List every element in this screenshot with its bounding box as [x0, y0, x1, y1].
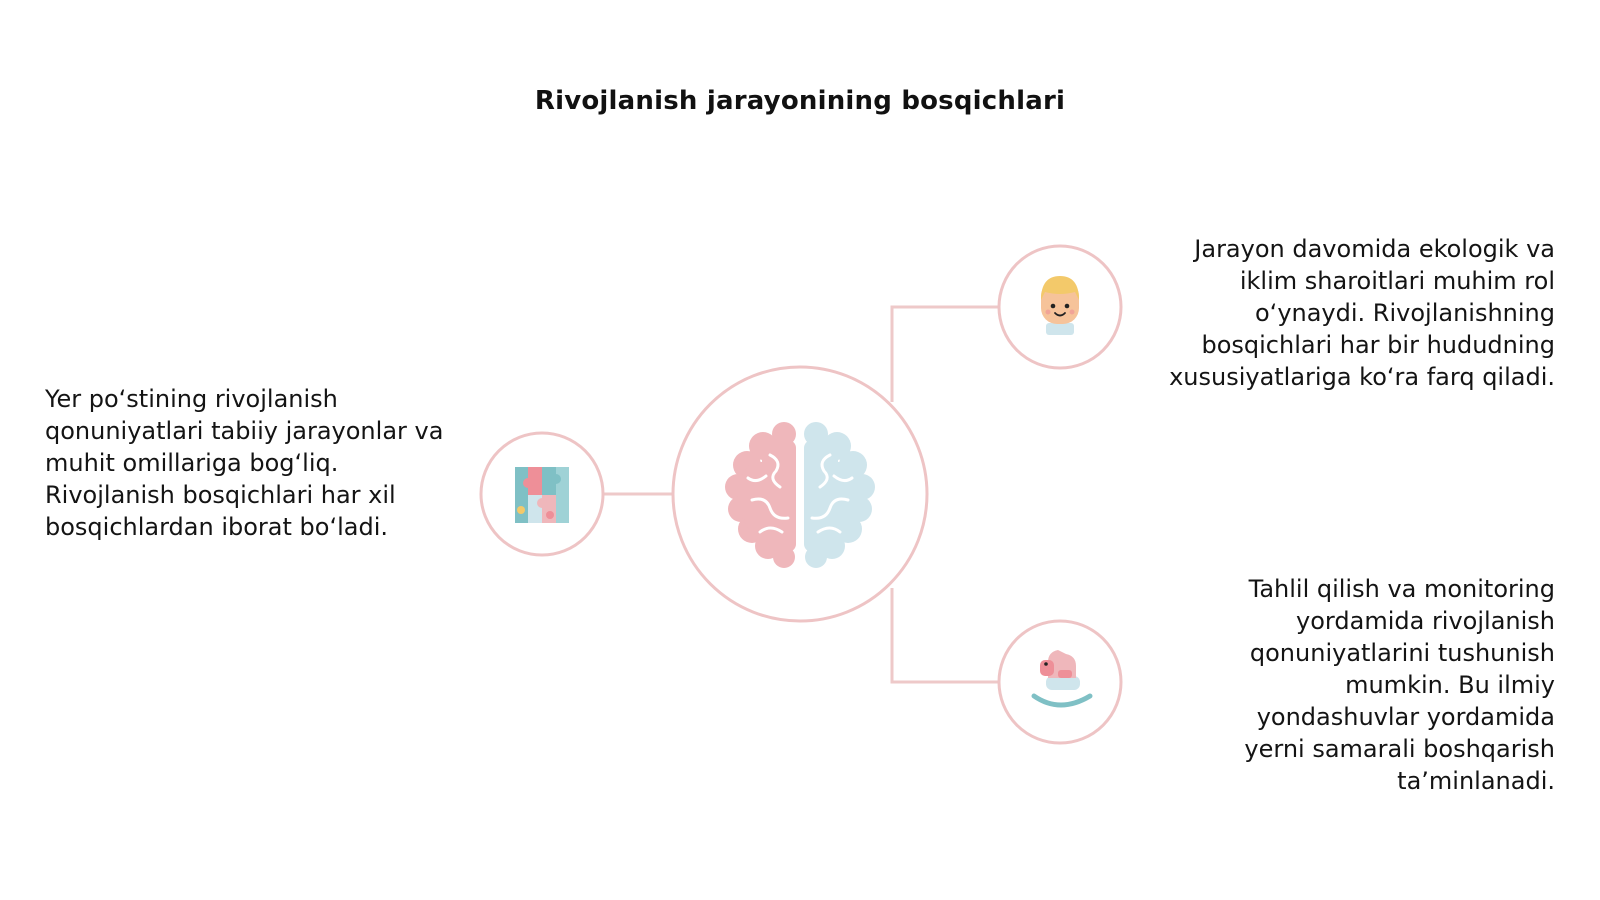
center-circle: [671, 365, 929, 623]
rocking-horse-icon: [1031, 650, 1093, 708]
bottom-right-node: [997, 619, 1123, 745]
connector-bottom-right: [890, 588, 998, 684]
slide-title: Rivojlanish jarayonining bosqichlari: [534, 86, 1066, 116]
connector-top-right: [890, 305, 998, 402]
left-node: [479, 431, 605, 557]
puzzle-icon: [515, 467, 569, 523]
child-face-icon: [1041, 276, 1079, 335]
top-right-node: [997, 244, 1123, 370]
connectors: [603, 305, 998, 684]
bottom-right-node-text: Tahlil qilish va monitoring yordamida ri…: [1244, 575, 1555, 795]
brain-icon: [725, 422, 875, 568]
left-node-text: Yer po‘stining rivojlanish qonuniyatlari…: [45, 385, 444, 541]
top-right-node-text: Jarayon davomida ekologik va iklim sharo…: [1169, 235, 1555, 391]
center-node: [671, 365, 929, 623]
